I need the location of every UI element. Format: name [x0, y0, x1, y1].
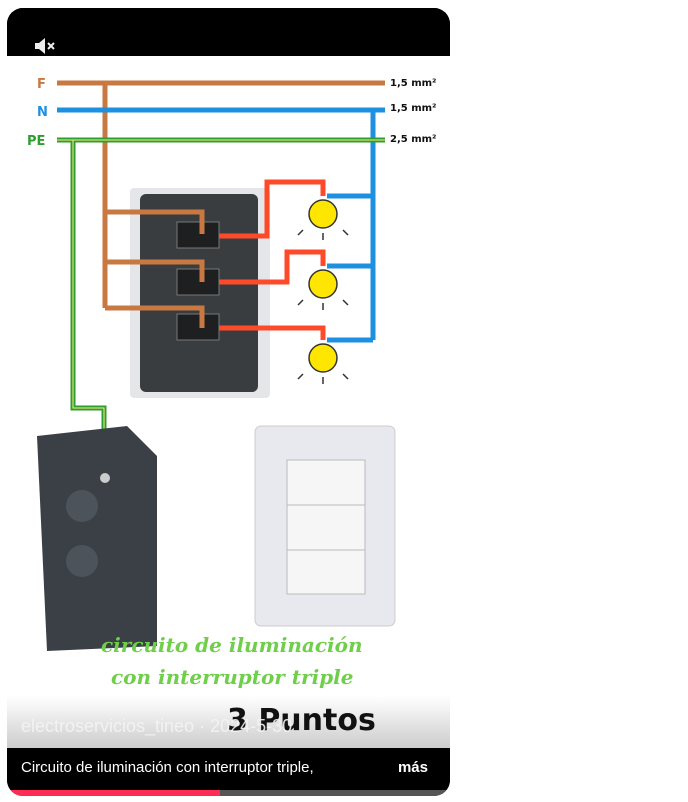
wire-label-pe: PE: [27, 134, 45, 149]
wire-label-n: N: [37, 105, 48, 120]
title-line-1: circuito de iluminación: [101, 633, 363, 657]
video-card[interactable]: F N PE 1,5 mm² 1,5 mm² 2,5 mm²: [7, 8, 450, 796]
bulb-icon-2: [308, 269, 338, 299]
gauge-f: 1,5 mm²: [390, 78, 436, 89]
gauge-pe: 2,5 mm²: [390, 134, 436, 145]
progress-bar[interactable]: [7, 790, 450, 796]
bulb-icon-3: [308, 343, 338, 373]
progress-fill: [7, 790, 220, 796]
electrical-box: [37, 426, 157, 651]
bulb-icon-1: [308, 199, 338, 229]
title-line-2: con interruptor triple: [111, 665, 353, 689]
top-bar: [7, 8, 450, 56]
author-date[interactable]: electroservicios_tineo · 2024-5-30: [21, 716, 293, 736]
wire-label-f: F: [37, 77, 46, 92]
video-frame[interactable]: F N PE 1,5 mm² 1,5 mm² 2,5 mm²: [7, 56, 450, 748]
caption-text: Circuito de iluminación con interruptor …: [21, 759, 314, 776]
more-button[interactable]: más: [397, 759, 428, 776]
gauge-n: 1,5 mm²: [390, 103, 436, 114]
muted-speaker-icon: [35, 38, 55, 54]
mute-button[interactable]: [33, 36, 59, 56]
wiring-diagram: F N PE 1,5 mm² 1,5 mm² 2,5 mm²: [27, 77, 436, 689]
subtitle: 3 Puntos: [227, 703, 376, 738]
caption-bar: Circuito de iluminación con interruptor …: [7, 748, 450, 790]
